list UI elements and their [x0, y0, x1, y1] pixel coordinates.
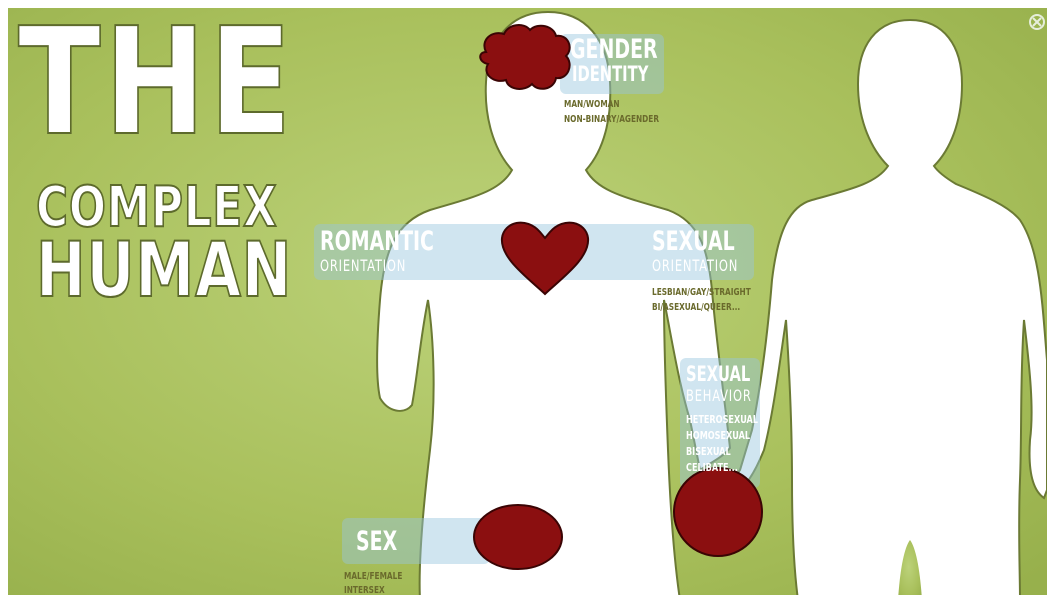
- pelvis-circle-icon: [474, 505, 562, 569]
- romantic-orientation-label-line2: ORIENTATION: [320, 258, 406, 274]
- sexual-orientation-detail-2: BI/ASEXUAL/QUEER...: [652, 303, 740, 313]
- sexual-behavior-detail-2: HOMOSEXUAL: [686, 430, 750, 441]
- hands-circle-icon: [674, 468, 762, 556]
- sex-label: SEX: [356, 528, 397, 555]
- title-the: THE: [18, 8, 295, 156]
- sex-detail-1: MALE/FEMALE: [344, 572, 402, 582]
- sexual-behavior-detail-1: HETEROSEXUAL: [686, 414, 758, 425]
- gender-identity-label-line2: IDENTITY: [572, 64, 648, 85]
- sex-detail-2: INTERSEX: [344, 586, 385, 595]
- sexual-behavior-label-line2: BEHAVIOR: [686, 388, 752, 404]
- gender-identity-label-line1: GENDER: [570, 36, 658, 63]
- sexual-orientation-label-line2: ORIENTATION: [652, 258, 738, 274]
- sexual-behavior-label-line1: SEXUAL: [686, 364, 750, 385]
- sexual-orientation-detail-1: LESBIAN/GAY/STRAIGHT: [652, 288, 751, 298]
- sexual-behavior-detail-3: BISEXUAL: [686, 446, 731, 457]
- gender-identity-detail-2: NON-BINARY/AGENDER: [564, 115, 659, 125]
- brain-icon: [480, 25, 569, 89]
- sexual-behavior-detail-4: CELIBATE...: [686, 462, 738, 473]
- gender-identity-detail-1: MAN/WOMAN: [564, 100, 620, 110]
- sexual-orientation-label-line1: SEXUAL: [652, 228, 735, 255]
- title-human: HUMAN: [36, 232, 292, 308]
- romantic-orientation-label-line1: ROMANTIC: [320, 228, 434, 255]
